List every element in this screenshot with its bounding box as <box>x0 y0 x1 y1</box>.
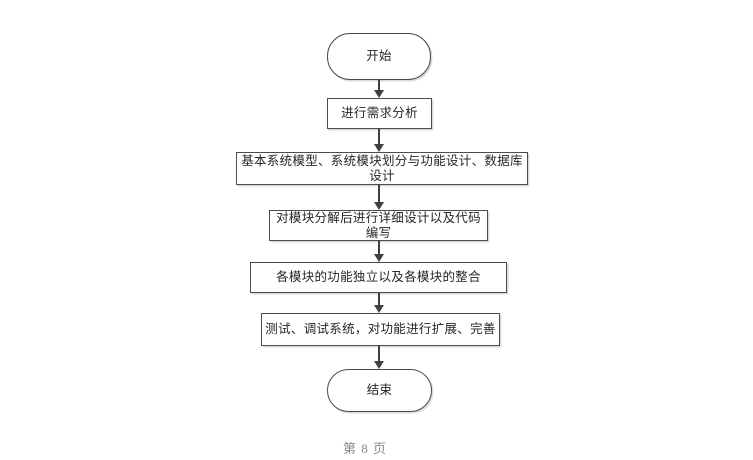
process-step-system-model-design: 基本系统模型、系统模块划分与功能设计、数据库设计 <box>236 152 528 185</box>
flow-arrow-4 <box>373 241 385 262</box>
flow-arrow-6 <box>373 346 385 369</box>
start-node: 开始 <box>327 33 431 80</box>
arrow-down-icon <box>374 202 384 210</box>
arrow-down-icon <box>374 361 384 369</box>
arrow-down-icon <box>374 254 384 262</box>
arrow-down-icon <box>374 305 384 313</box>
arrow-line <box>378 241 380 254</box>
flow-arrow-3 <box>373 185 385 210</box>
flow-arrow-1 <box>373 80 385 98</box>
arrow-down-icon <box>374 90 384 98</box>
process-step-requirements-analysis: 进行需求分析 <box>327 98 432 129</box>
page-number: 第 8 页 <box>342 441 387 456</box>
arrow-line <box>378 185 380 202</box>
flow-arrow-2 <box>373 129 385 152</box>
process-step-test-debug-improve: 测试、调试系统，对功能进行扩展、完善 <box>261 313 500 346</box>
process-step-module-integration: 各模块的功能独立以及各模块的整合 <box>250 262 507 293</box>
arrow-line <box>378 293 380 305</box>
arrow-line <box>378 129 380 144</box>
end-node: 结束 <box>327 369 432 412</box>
arrow-line <box>378 80 380 90</box>
arrow-line <box>378 346 380 361</box>
flow-arrow-5 <box>373 293 385 313</box>
arrow-down-icon <box>374 144 384 152</box>
process-step-detailed-design-coding: 对模块分解后进行详细设计以及代码编写 <box>269 210 488 241</box>
